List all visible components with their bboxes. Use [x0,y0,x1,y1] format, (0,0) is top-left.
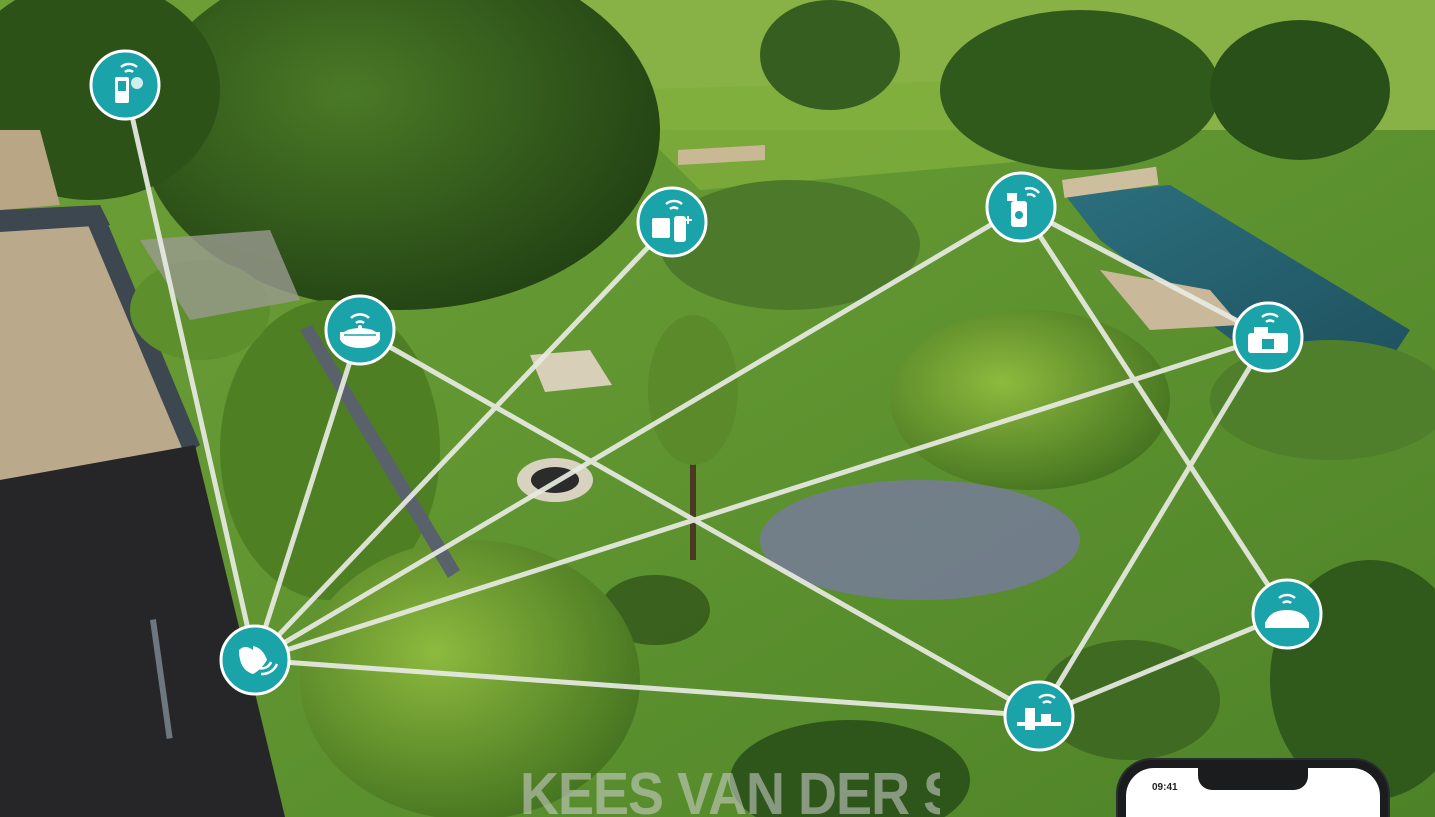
link-hub-sensor [122,82,258,663]
link-watercontrol-mower [1018,204,1290,617]
irrigation-control-icon[interactable] [1003,680,1075,752]
bright-hedge [300,540,640,817]
swimming-pond [1065,185,1410,360]
tree-far-right [1210,20,1390,160]
stone-path [140,230,300,320]
link-hub-adapter [252,219,675,663]
robotic-mower-icon[interactable] [1251,578,1323,650]
phone-screen: 09:41 [1126,768,1380,817]
smart-gateway-icon[interactable] [324,294,396,366]
link-pump-irrigation [1036,334,1271,719]
smart-power-adapter-icon[interactable] [636,186,708,258]
smart-pressure-pump-icon[interactable] [1232,301,1304,373]
pool-deck [1100,270,1240,330]
tree-far [940,10,1220,170]
link-watercontrol-pump [1018,204,1271,340]
house-roof [0,215,195,500]
phone-time: 09:41 [1152,782,1178,793]
tree-back-center [760,0,900,110]
house-upper-roof [0,130,60,210]
small-tree-trunk [690,440,696,560]
watermark: KEES VAN DER SPEK [520,761,940,817]
small-tree [648,315,738,465]
connection-lines [122,82,1290,719]
water-control-app-icon[interactable] [89,49,161,121]
pool-edge [1062,166,1159,198]
terrace [530,350,612,392]
link-gateway-irrigation [357,327,1042,719]
link-mower-irrigation [1036,611,1290,719]
bush-bottom-center [730,720,970,817]
house-window [150,619,173,739]
link-hub-watercontrol [252,204,1024,663]
lavender-bed [760,480,1080,600]
phone-notch [1198,768,1308,790]
hedge-center [890,310,1170,490]
smartphone: 09:41 [1118,760,1388,817]
house-roof-edge [0,205,110,232]
link-hub-gateway [252,327,363,663]
house-wall [0,445,285,817]
flower-bed-upper [660,180,920,310]
bench [678,145,765,165]
link-hub-irrigation [252,657,1042,719]
smart-water-control-icon[interactable] [985,171,1057,243]
link-hub-pump [252,334,1271,663]
plant-sensor-hub-icon[interactable] [219,624,291,696]
bush-bottom-right [1040,640,1220,760]
